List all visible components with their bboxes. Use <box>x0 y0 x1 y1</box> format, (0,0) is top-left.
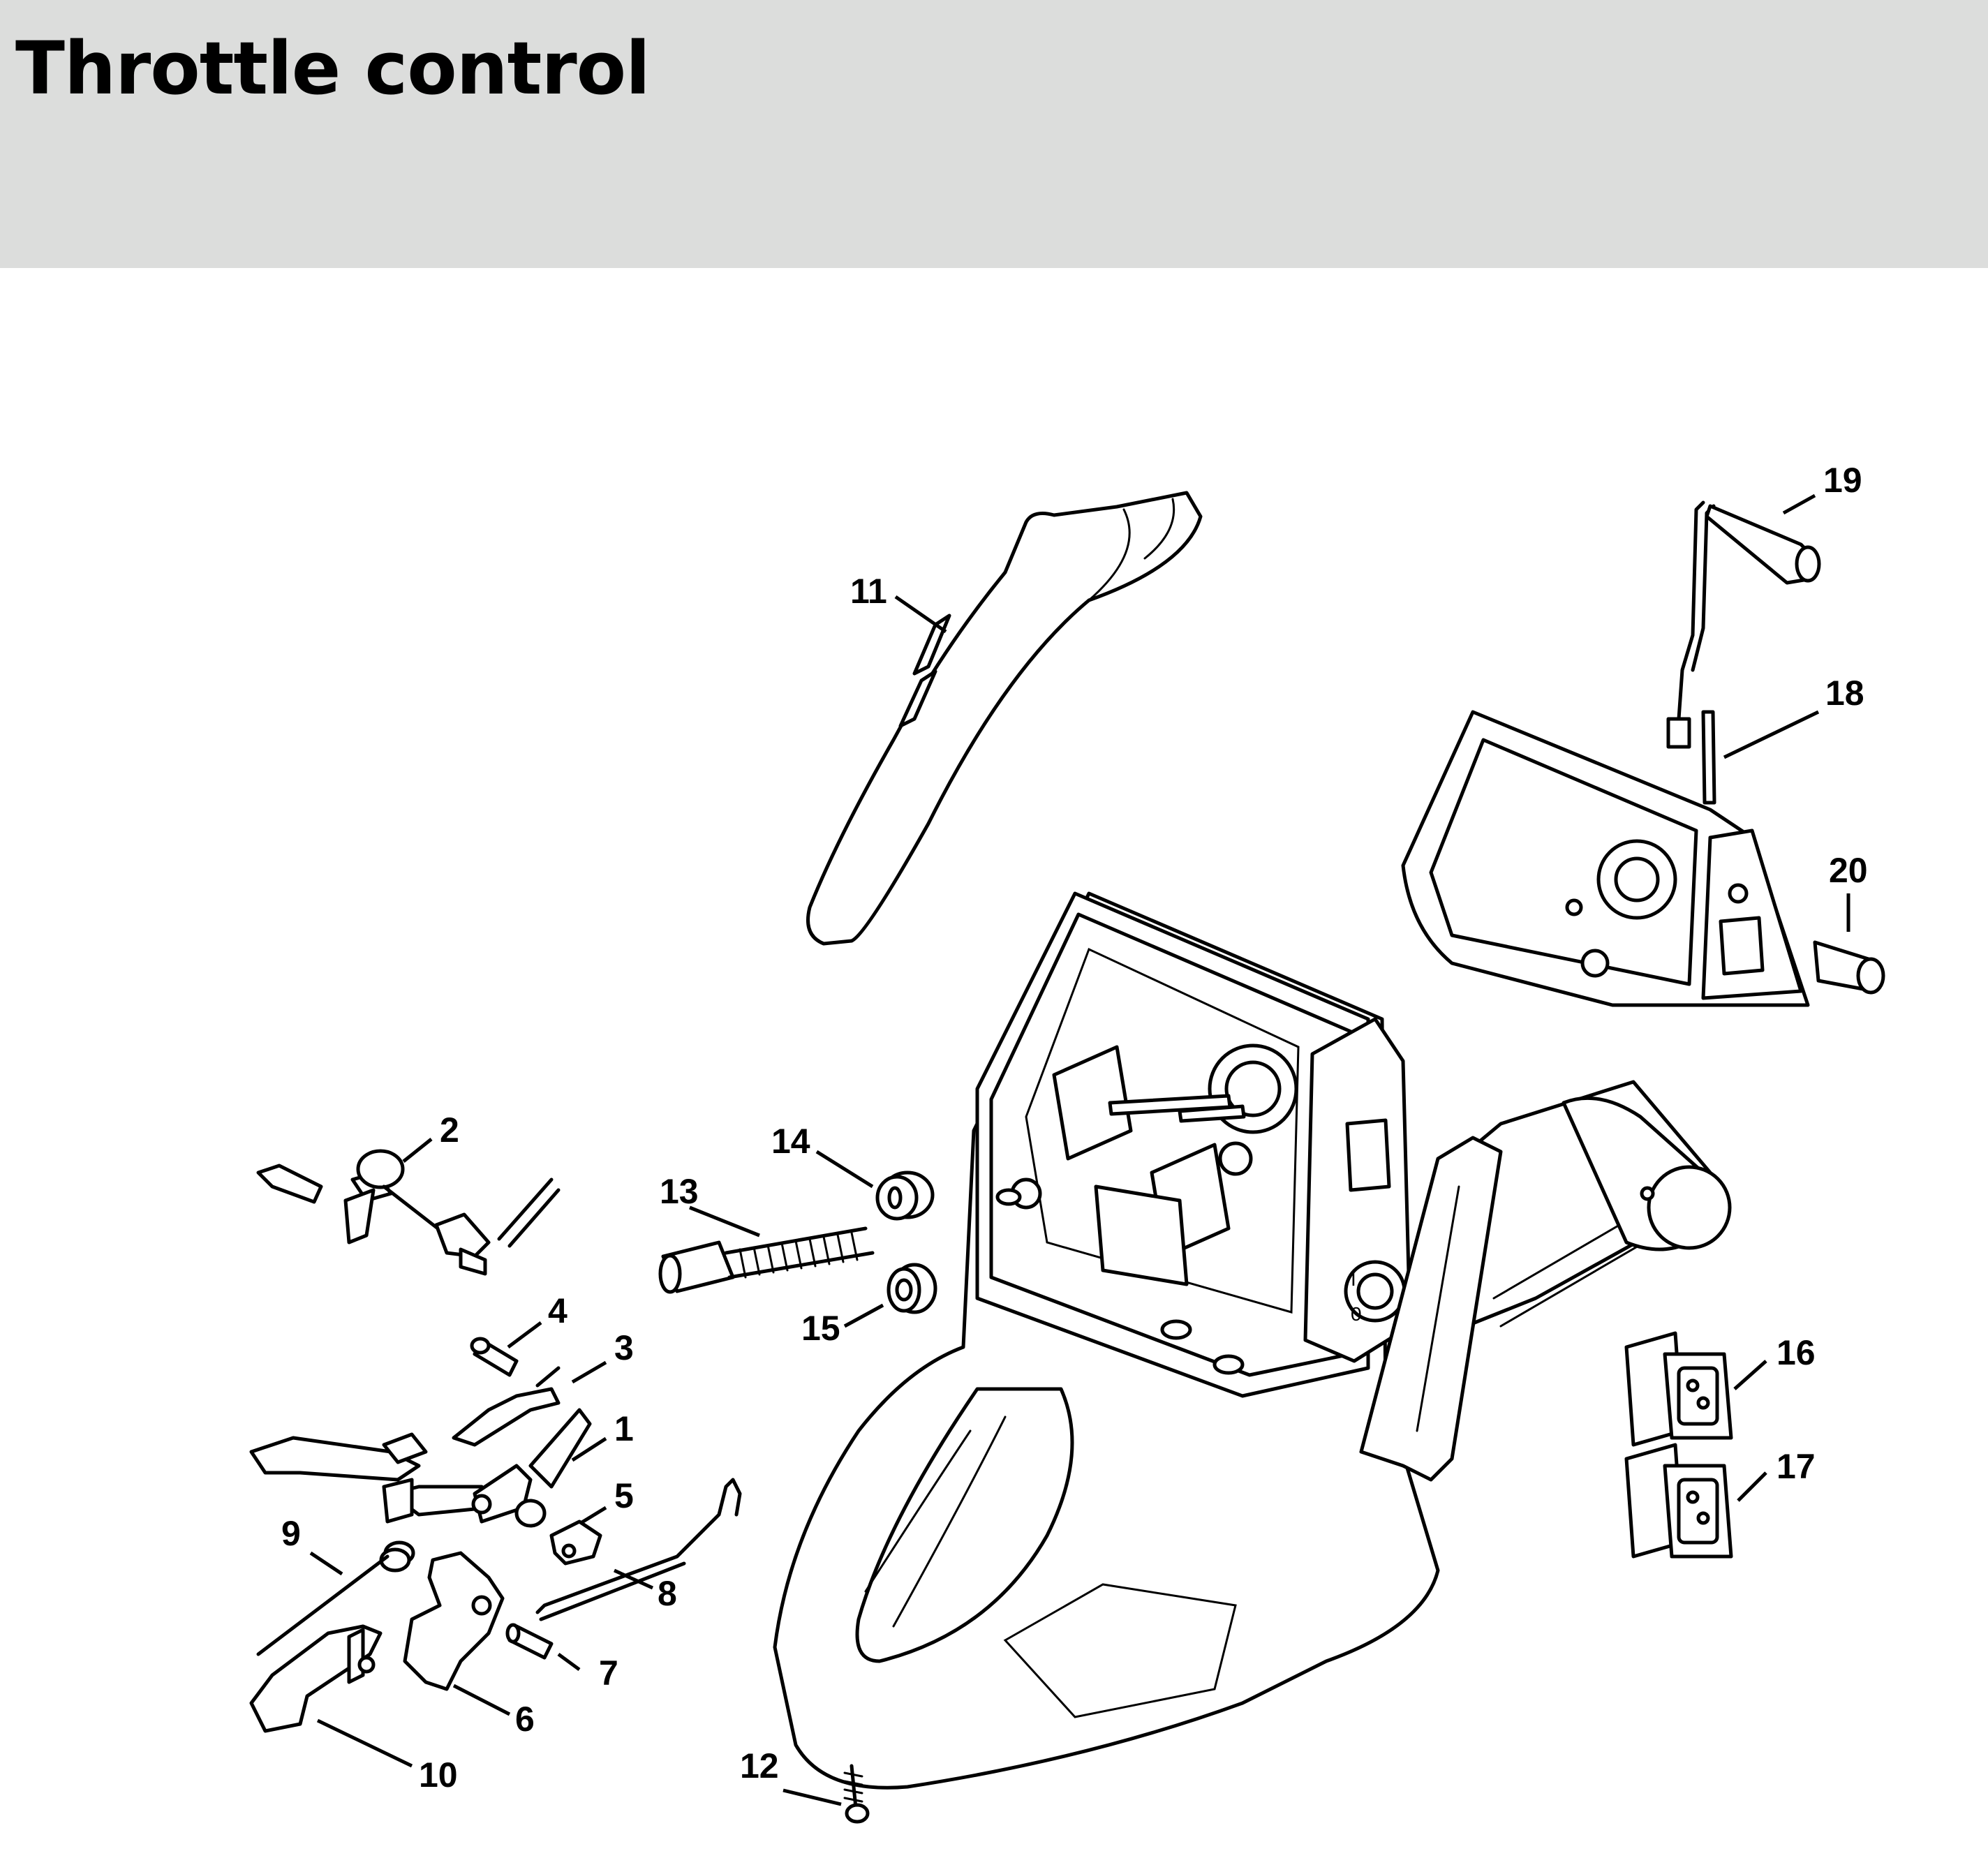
callout-6: 6 <box>515 1700 535 1739</box>
part-17-switch-housing <box>1624 1443 1733 1559</box>
part-13-spring-plug <box>658 1226 875 1294</box>
callout-13: 13 <box>660 1172 699 1211</box>
part-8-throttle-rod <box>535 1478 742 1614</box>
callout-14: 14 <box>771 1122 810 1161</box>
callout-20: 20 <box>1829 851 1868 890</box>
callout-labels: 1 2 3 4 5 6 7 8 9 10 11 12 13 14 15 16 1… <box>281 461 1868 1795</box>
callout-3: 3 <box>614 1328 634 1367</box>
rear-handle-housing: I 0 <box>773 891 1440 1790</box>
switch-off-mark: 0 <box>1351 1303 1362 1325</box>
part-1-throttle-trigger <box>249 1408 592 1528</box>
part-2-throttle-shaft <box>256 1149 561 1276</box>
callout-1: 1 <box>614 1409 634 1448</box>
switch-on-mark: I <box>1351 1268 1356 1290</box>
callout-12: 12 <box>740 1746 779 1785</box>
part-6-interlock-lever <box>403 1551 505 1691</box>
upper-housing-section <box>1401 710 1810 1007</box>
part-10-safety-lever <box>249 1624 383 1733</box>
part-14-bushing <box>875 1171 935 1221</box>
part-16-switch-housing <box>1624 1331 1733 1447</box>
part-9-torsion-spring <box>256 1540 415 1656</box>
part-20-connector <box>1813 940 1885 995</box>
callout-17: 17 <box>1776 1447 1816 1486</box>
callout-leaders <box>309 493 1850 1806</box>
callout-18: 18 <box>1825 674 1864 713</box>
callout-5: 5 <box>614 1476 634 1515</box>
part-3-spring <box>452 1366 561 1447</box>
part-7-roll-pin <box>505 1623 554 1660</box>
callout-4: 4 <box>548 1291 568 1330</box>
callout-9: 9 <box>281 1514 301 1553</box>
page-title: Throttle control <box>15 26 651 111</box>
part-5-clip <box>549 1520 602 1566</box>
part-4-pin <box>470 1337 519 1377</box>
part-15-grommet <box>887 1263 937 1314</box>
callout-16: 16 <box>1776 1333 1816 1372</box>
part-18-sleeve <box>1701 710 1716 805</box>
callout-2: 2 <box>440 1110 459 1150</box>
header-band: Throttle control <box>0 0 1988 268</box>
callout-10: 10 <box>419 1755 458 1795</box>
handle-rail <box>1359 1080 1732 1482</box>
part-19-cable-connector <box>1666 500 1821 749</box>
callout-15: 15 <box>801 1309 840 1348</box>
callout-7: 7 <box>599 1654 618 1693</box>
callout-11: 11 <box>850 572 887 611</box>
callout-19: 19 <box>1823 461 1862 500</box>
part-11-handle-molding <box>806 491 1203 946</box>
callout-8: 8 <box>658 1574 677 1613</box>
part-12-screw <box>843 1764 870 1824</box>
